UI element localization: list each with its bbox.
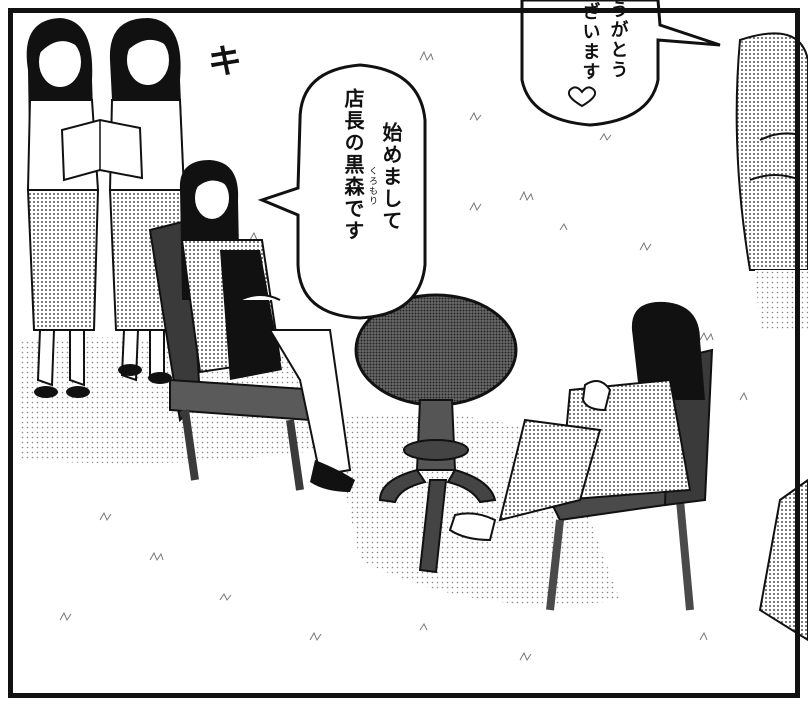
- seated-figure-right: [448, 301, 714, 611]
- standing-twin-right: [108, 18, 186, 384]
- right-figure-partial: [735, 32, 808, 271]
- speech-top-line-1: うがとう: [607, 0, 629, 80]
- heart-icon: [567, 86, 597, 108]
- speech-bubble-main-shape: [257, 63, 427, 320]
- bottom-right-object: [758, 478, 808, 642]
- speech-top-line-2: ざいます: [579, 2, 601, 82]
- speech-main-line-1: 始めまして: [379, 122, 403, 232]
- seated-woman-left: [148, 160, 355, 492]
- speech-main-furigana: くろもり: [367, 166, 377, 206]
- open-book: [60, 118, 144, 182]
- round-table: [354, 293, 518, 574]
- sound-effect: キ: [208, 42, 242, 82]
- speech-main-line-2: 店長の黒森です: [341, 88, 365, 242]
